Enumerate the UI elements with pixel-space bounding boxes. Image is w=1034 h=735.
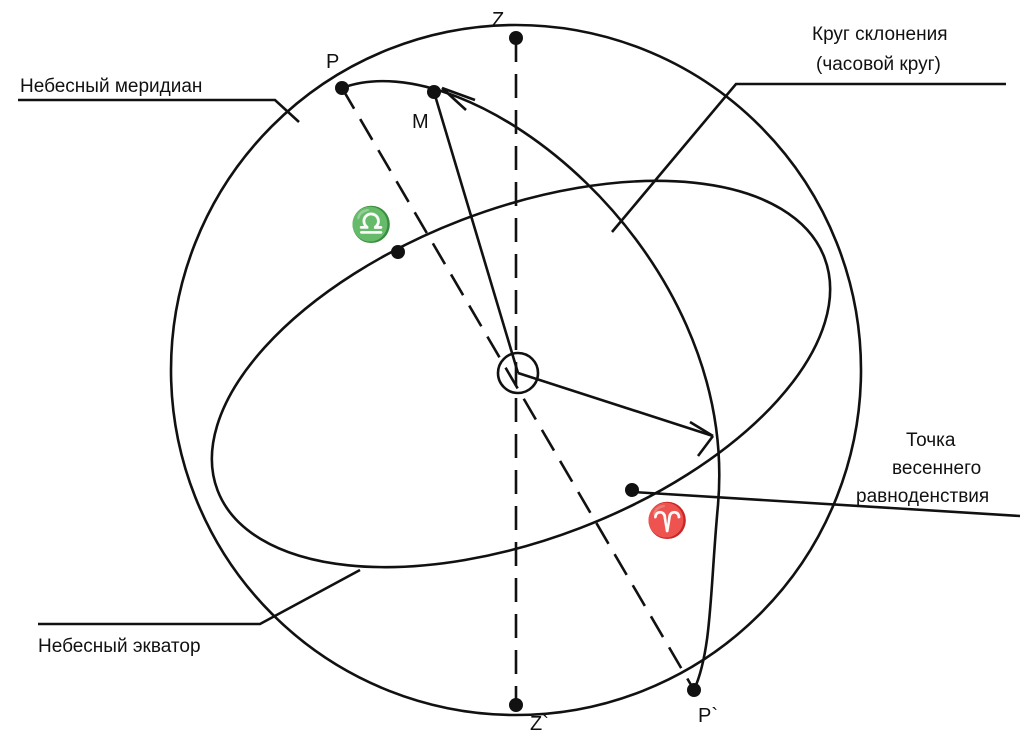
celestial-equator-label: Небесный экватор (38, 636, 201, 657)
north-pole-label: P (326, 51, 339, 73)
nadir-point (509, 698, 523, 712)
nadir-label: Z` (530, 713, 549, 735)
vernal-equinox-label-line1: Точка (906, 430, 956, 451)
star-radius-vector (434, 92, 518, 373)
celestial-equator-leader (38, 570, 360, 624)
south-pole-label: P` (698, 705, 718, 727)
celestial-meridian-label: Небесный меридиан (20, 76, 202, 97)
zenith-point (509, 31, 523, 45)
south-pole-point (687, 683, 701, 697)
declination-circle-leader (612, 84, 1006, 232)
star-m-point (427, 85, 441, 99)
aries-symbol: ♈ (646, 501, 688, 541)
zenith-label: Z (492, 9, 504, 31)
arrowhead-near-m (442, 88, 475, 110)
arrowhead-on-equator (690, 422, 713, 456)
polar-axis (342, 88, 694, 690)
north-pole-point (335, 81, 349, 95)
autumn-equinox-point (391, 245, 405, 259)
vernal-equinox-label-line3: равноденствия (856, 486, 989, 507)
vernal-equinox-label-line2: весеннего (892, 458, 981, 479)
declination-circle-label-line1: Круг склонения (812, 24, 947, 45)
celestial-meridian-leader (18, 100, 299, 122)
vernal-equinox-point (625, 483, 639, 497)
declination-circle-label-line2: (часовой круг) (816, 54, 941, 75)
star-m-label: M (412, 111, 429, 133)
libra-symbol: ♎ (350, 205, 392, 245)
equator-crossing-vector (518, 373, 713, 436)
